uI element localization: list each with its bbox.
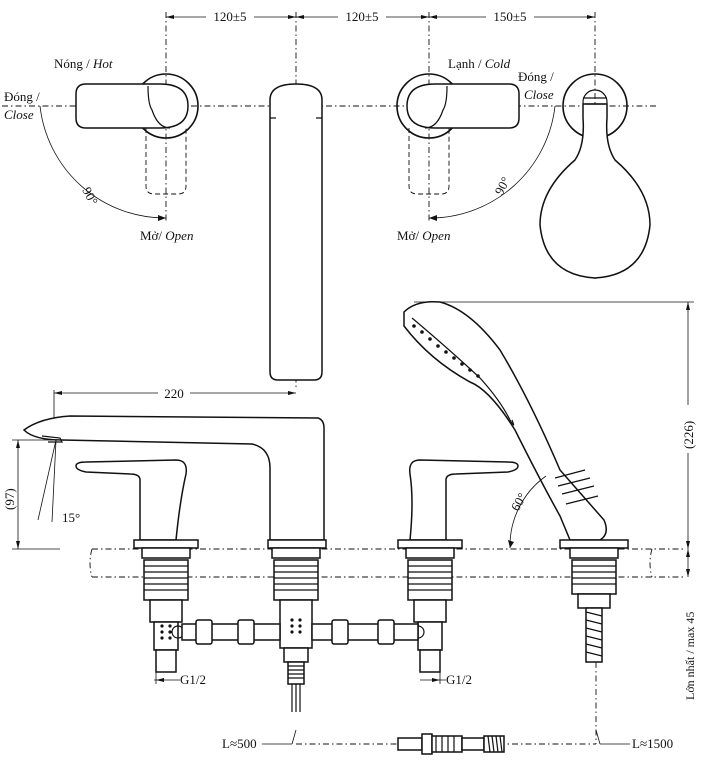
hose-left-label: L≈500 xyxy=(222,736,257,751)
spout-shank xyxy=(271,547,321,712)
close-label-right-en: Close xyxy=(524,87,554,102)
spout-side xyxy=(22,415,327,549)
dim-top-spacing-2: 120±5 xyxy=(345,9,378,24)
dim-top-spacing-3: 150±5 xyxy=(493,9,526,24)
deck-break-right xyxy=(649,548,653,578)
spout-top xyxy=(269,83,323,381)
dim-spout-reach: 220 xyxy=(164,386,184,401)
hot-handle-top xyxy=(39,73,199,221)
open-label-right: Mở/ Open xyxy=(397,228,450,243)
shower-top xyxy=(539,73,651,279)
spout-height-dim xyxy=(12,439,60,550)
shower-angle-arc xyxy=(509,475,547,549)
dim-spout-angle: 15° xyxy=(62,510,80,525)
deck-break-left xyxy=(89,548,93,578)
dim-hot-rotation: 90° xyxy=(79,184,101,207)
connecting-pipe xyxy=(181,619,419,645)
hose-right-label: L≈1500 xyxy=(632,736,673,751)
open-label-left: Mở/ Open xyxy=(140,228,193,243)
hot-handle-side xyxy=(75,459,199,549)
hot-thread-label: G1/2 xyxy=(180,672,206,687)
cold-handle-side xyxy=(397,459,519,549)
dim-deck-thickness: Lớn nhất / max 45 xyxy=(683,612,697,700)
shower-side xyxy=(403,300,629,549)
cold-shank xyxy=(405,547,455,684)
dim-shower-height: (226) xyxy=(681,421,696,449)
dim-shower-angle: 60° xyxy=(508,490,530,513)
close-label-right: Đóng / xyxy=(518,69,554,84)
cold-thread-label: G1/2 xyxy=(446,672,472,687)
shower-shank xyxy=(569,547,619,663)
side-view: 220 (97) 15° xyxy=(2,300,697,755)
cold-label: Lạnh / Cold xyxy=(448,56,511,71)
shower-nozzle-dots xyxy=(412,324,480,378)
close-label-left-en: Close xyxy=(4,107,34,122)
hot-shank xyxy=(141,547,191,684)
dim-cold-rotation: 90° xyxy=(491,174,513,197)
hose-connector xyxy=(397,733,505,755)
top-view: 120±5 120±5 150±5 xyxy=(2,8,658,390)
close-label-left: Đóng / xyxy=(4,89,40,104)
dim-spout-height: (97) xyxy=(2,488,17,510)
dim-top-spacing-1: 120±5 xyxy=(213,9,246,24)
hot-label: Nóng / Hot xyxy=(54,56,113,71)
cold-handle-top xyxy=(396,73,556,221)
